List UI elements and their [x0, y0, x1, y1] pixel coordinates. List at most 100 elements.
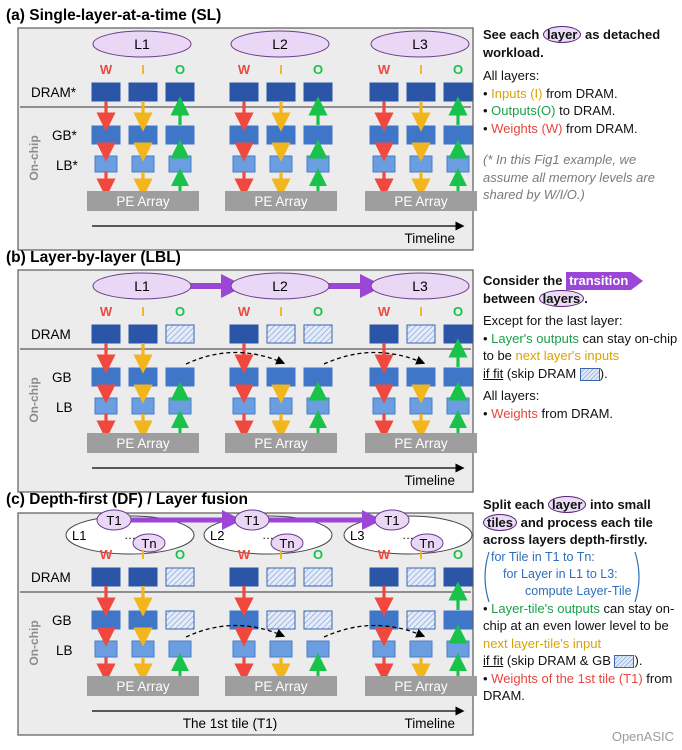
layer-label: L1 — [134, 36, 150, 52]
lb-block — [94, 640, 118, 658]
pe-array — [365, 676, 477, 696]
wio-label: I — [279, 547, 283, 562]
reuse-arrow — [323, 624, 426, 638]
wio-label: O — [453, 62, 463, 77]
gb-block-skipped — [406, 610, 436, 630]
layer-label: L3 — [350, 528, 364, 543]
wio-label: I — [279, 62, 283, 77]
layer-ellipse — [92, 30, 192, 58]
wio-label: I — [141, 304, 145, 319]
pe-array — [87, 676, 199, 696]
pe-array — [365, 433, 477, 453]
wio-label: W — [100, 304, 113, 319]
wio-label: I — [141, 62, 145, 77]
pe-array-label: PE Array — [116, 194, 170, 209]
reuse-arrow — [323, 351, 426, 365]
dram-block — [369, 567, 399, 587]
pe-array — [225, 433, 337, 453]
level-label-gb: GB* — [52, 128, 78, 143]
level-label-dram: DRAM — [31, 327, 71, 342]
tile-dots: … — [124, 528, 136, 542]
transition-highlight: transition — [566, 272, 644, 290]
pe-array-label: PE Array — [394, 679, 448, 694]
reuse-arrow — [185, 624, 286, 638]
layer-label: L3 — [412, 278, 428, 294]
wio-label: W — [100, 62, 113, 77]
pe-array — [87, 191, 199, 211]
dram-block-skipped — [266, 567, 296, 587]
tile-ellipse — [270, 533, 304, 553]
gb-block — [443, 610, 473, 630]
watermark: OpenASIC — [611, 729, 674, 744]
dram-block-skipped — [303, 567, 333, 587]
level-label-lb: LB — [56, 643, 73, 658]
wio-label: W — [378, 547, 391, 562]
lb-block — [306, 640, 330, 658]
section-title-df: (c) Depth-first (DF) / Layer fusion — [6, 491, 248, 508]
wio-label: O — [313, 547, 323, 562]
lb-block — [232, 640, 256, 658]
layer-label: L2 — [210, 528, 224, 543]
gb-block-skipped — [303, 610, 333, 630]
wio-label: W — [238, 304, 251, 319]
wio-label: I — [419, 62, 423, 77]
wio-label: I — [141, 547, 145, 562]
layer-ellipse — [230, 272, 330, 300]
wio-label: O — [313, 304, 323, 319]
level-label-lb: LB — [56, 400, 73, 415]
wio-label: W — [100, 547, 113, 562]
tile-label-first: T1 — [244, 513, 259, 528]
dram-block-skipped — [266, 324, 296, 344]
dram-block — [229, 567, 259, 587]
tile-ellipse — [374, 509, 410, 531]
gb-block — [128, 610, 158, 630]
wio-label: I — [419, 304, 423, 319]
timeline-label: Timeline — [404, 473, 455, 488]
level-label-lb: LB* — [56, 158, 79, 173]
onchip-label: On-chip — [27, 135, 41, 180]
wio-label: I — [279, 304, 283, 319]
pe-array-label: PE Array — [116, 679, 170, 694]
pe-array-label: PE Array — [394, 194, 448, 209]
tile-ellipse — [234, 509, 270, 531]
tile-label-first: T1 — [106, 513, 121, 528]
df-pseudocode: for Tile in T1 to Tn: for Layer in L1 to… — [483, 549, 679, 602]
dram-block-skipped — [165, 324, 195, 344]
wio-label: O — [175, 304, 185, 319]
onchip-label: On-chip — [27, 377, 41, 422]
layer-ellipse — [370, 272, 470, 300]
lb-block — [372, 640, 396, 658]
layer-highlight-df: layer — [548, 496, 587, 513]
wio-label: W — [378, 62, 391, 77]
level-label-gb: GB — [52, 613, 72, 628]
pe-array-label: PE Array — [254, 679, 308, 694]
tile-ellipse — [132, 533, 166, 553]
pe-array — [87, 433, 199, 453]
wio-label: O — [175, 62, 185, 77]
dram-block-skipped — [406, 567, 436, 587]
gb-block — [91, 610, 121, 630]
tile-label-first: T1 — [384, 513, 399, 528]
wio-label: O — [453, 304, 463, 319]
reuse-arrow — [185, 351, 286, 365]
wio-label: W — [378, 304, 391, 319]
tile-dots: … — [402, 528, 414, 542]
sl-description: See each layer as detached workload. All… — [483, 26, 661, 202]
gb-block-skipped — [266, 610, 296, 630]
lb-block — [168, 640, 192, 658]
dram-block — [443, 567, 473, 587]
timeline-label: Timeline — [404, 716, 455, 731]
tile-ellipse — [96, 509, 132, 531]
wio-label: I — [419, 547, 423, 562]
gb-block — [369, 610, 399, 630]
wio-label: O — [175, 547, 185, 562]
dram-block — [128, 567, 158, 587]
layer-label: L2 — [272, 278, 288, 294]
layer-label: L1 — [72, 528, 86, 543]
layer-ellipse — [370, 30, 470, 58]
layer-label: L2 — [272, 36, 288, 52]
layer-ellipse — [92, 272, 192, 300]
